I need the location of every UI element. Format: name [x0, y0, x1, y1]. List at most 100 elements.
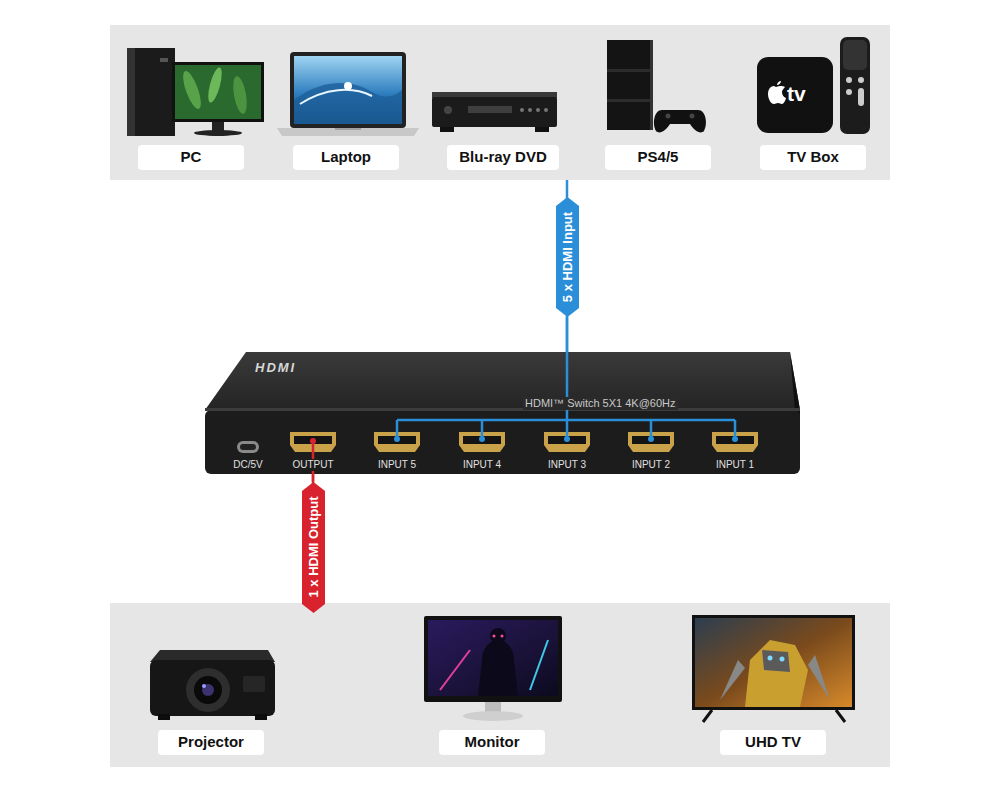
wire-dots-part — [564, 436, 570, 442]
bluray-player-icon-part — [440, 127, 454, 132]
wire-dots-part — [648, 436, 654, 442]
monitor-icon-part — [501, 635, 504, 638]
bluray-player-icon — [432, 92, 557, 132]
laptop-icon-part — [277, 128, 419, 136]
device-label: Projector — [158, 730, 264, 755]
uhd-tv-icon-part — [768, 656, 773, 661]
pc-icon-part — [180, 69, 205, 111]
hdmi-ports — [290, 432, 758, 452]
wire-dots-part — [479, 436, 485, 442]
brand-text: tv — [787, 83, 806, 105]
projector-icon-part — [194, 676, 222, 704]
uhd-tv-icon-part — [692, 615, 855, 710]
pc-icon-part — [127, 48, 175, 136]
bluray-player-icon-part — [544, 108, 548, 112]
laptop-icon-part — [294, 56, 402, 124]
projector-icon-part — [255, 714, 267, 720]
device-name: Laptop — [321, 148, 371, 166]
bluray-player-icon-part — [536, 108, 540, 112]
projector-icon-part — [150, 660, 275, 716]
hdmi-switch-drawing-part — [205, 410, 800, 474]
monitor-icon-part — [428, 620, 558, 696]
hdmi-ports-part — [463, 436, 501, 444]
tv-box-icon-part — [846, 89, 852, 95]
uhd-tv-icon-part — [703, 710, 712, 722]
wire-dots-part — [394, 436, 400, 442]
device-name: UHD TV — [745, 733, 801, 751]
projector-icon-part — [202, 684, 206, 688]
switch-housing: HDMIHDMI™ Switch 5X1 4K@60Hz — [205, 352, 800, 474]
projector-icon-part — [243, 676, 265, 692]
projector-icon-part — [158, 714, 170, 720]
output-wire-part — [310, 438, 316, 444]
uhd-tv-icon-part — [762, 650, 790, 672]
monitor-icon-part — [440, 650, 470, 690]
monitor-icon — [424, 616, 562, 721]
wire-dots — [394, 436, 738, 442]
pc-icon-part — [160, 58, 168, 62]
monitor-icon-part — [530, 640, 548, 690]
port-label: INPUT 4 — [461, 459, 503, 471]
port-label: INPUT 1 — [714, 459, 756, 471]
hdmi-ports-part — [378, 436, 416, 444]
port-label: INPUT 3 — [546, 459, 588, 471]
input-wires-part — [566, 180, 569, 420]
pc-icon-part — [212, 122, 224, 131]
device-label: Monitor — [439, 730, 545, 755]
device-label: UHD TV — [720, 730, 826, 755]
hdmi-ports-part — [294, 436, 332, 444]
console-icon-part — [607, 69, 652, 72]
hdmi-switch-drawing-part — [240, 444, 256, 450]
port-label: INPUT 2 — [630, 459, 672, 471]
tv-box-icon-part — [858, 77, 864, 83]
pc-icon-part — [175, 65, 261, 119]
device-label: Laptop — [293, 145, 399, 170]
console-icon-part — [607, 99, 652, 102]
monitor-icon-part — [478, 640, 518, 696]
console-icon-part — [666, 114, 671, 119]
hdmi-switch-drawing-part — [237, 441, 259, 453]
laptop-icon-part — [294, 83, 402, 124]
tag-outline — [556, 197, 579, 317]
model-text: HDMI™ Switch 5X1 4K@60Hz — [523, 397, 678, 410]
output-wire-part — [312, 441, 315, 603]
source-panel — [110, 25, 890, 180]
pc-icon — [127, 48, 264, 136]
tv-box-icon — [757, 37, 870, 134]
device-name: Projector — [178, 733, 244, 751]
signal-connector — [312, 474, 315, 482]
tv-box-icon-part — [843, 40, 867, 70]
tag-text: 1 x HDMI Output — [306, 496, 321, 597]
pc-icon-part — [194, 130, 242, 136]
pc-icon-part — [127, 48, 135, 136]
device-name: TV Box — [787, 148, 839, 166]
hdmi-ports-part — [716, 436, 754, 444]
bluray-player-icon-part — [535, 127, 549, 132]
projector-icon-part — [202, 684, 214, 696]
port-label: OUTPUT — [290, 459, 335, 471]
hdmi-switch-drawing-part — [205, 408, 800, 411]
projector-icon-part — [186, 668, 230, 712]
signal-connector — [566, 317, 569, 352]
console-icon — [607, 40, 706, 132]
pc-icon-part — [206, 66, 225, 103]
uhd-tv-icon-part — [780, 657, 785, 662]
tv-box-icon-part — [858, 88, 864, 106]
uhd-tv-icon-part — [808, 655, 830, 700]
tag-shape — [302, 482, 325, 613]
port-label: DC/5V — [231, 459, 264, 471]
bluray-player-icon-part — [528, 108, 532, 112]
bluray-player-icon-part — [520, 108, 524, 112]
signal-tag: 1 x HDMI Output — [302, 482, 325, 613]
uhd-tv-icon-part — [836, 710, 845, 722]
wire-dots-part — [732, 436, 738, 442]
device-name: PS4/5 — [638, 148, 679, 166]
signal-tag: 5 x HDMI Input — [556, 197, 579, 317]
bluray-player-icon-part — [468, 106, 512, 113]
uhd-tv-icon-part — [745, 640, 808, 707]
tv-box-icon-part — [768, 86, 786, 104]
output-wire — [310, 438, 316, 603]
